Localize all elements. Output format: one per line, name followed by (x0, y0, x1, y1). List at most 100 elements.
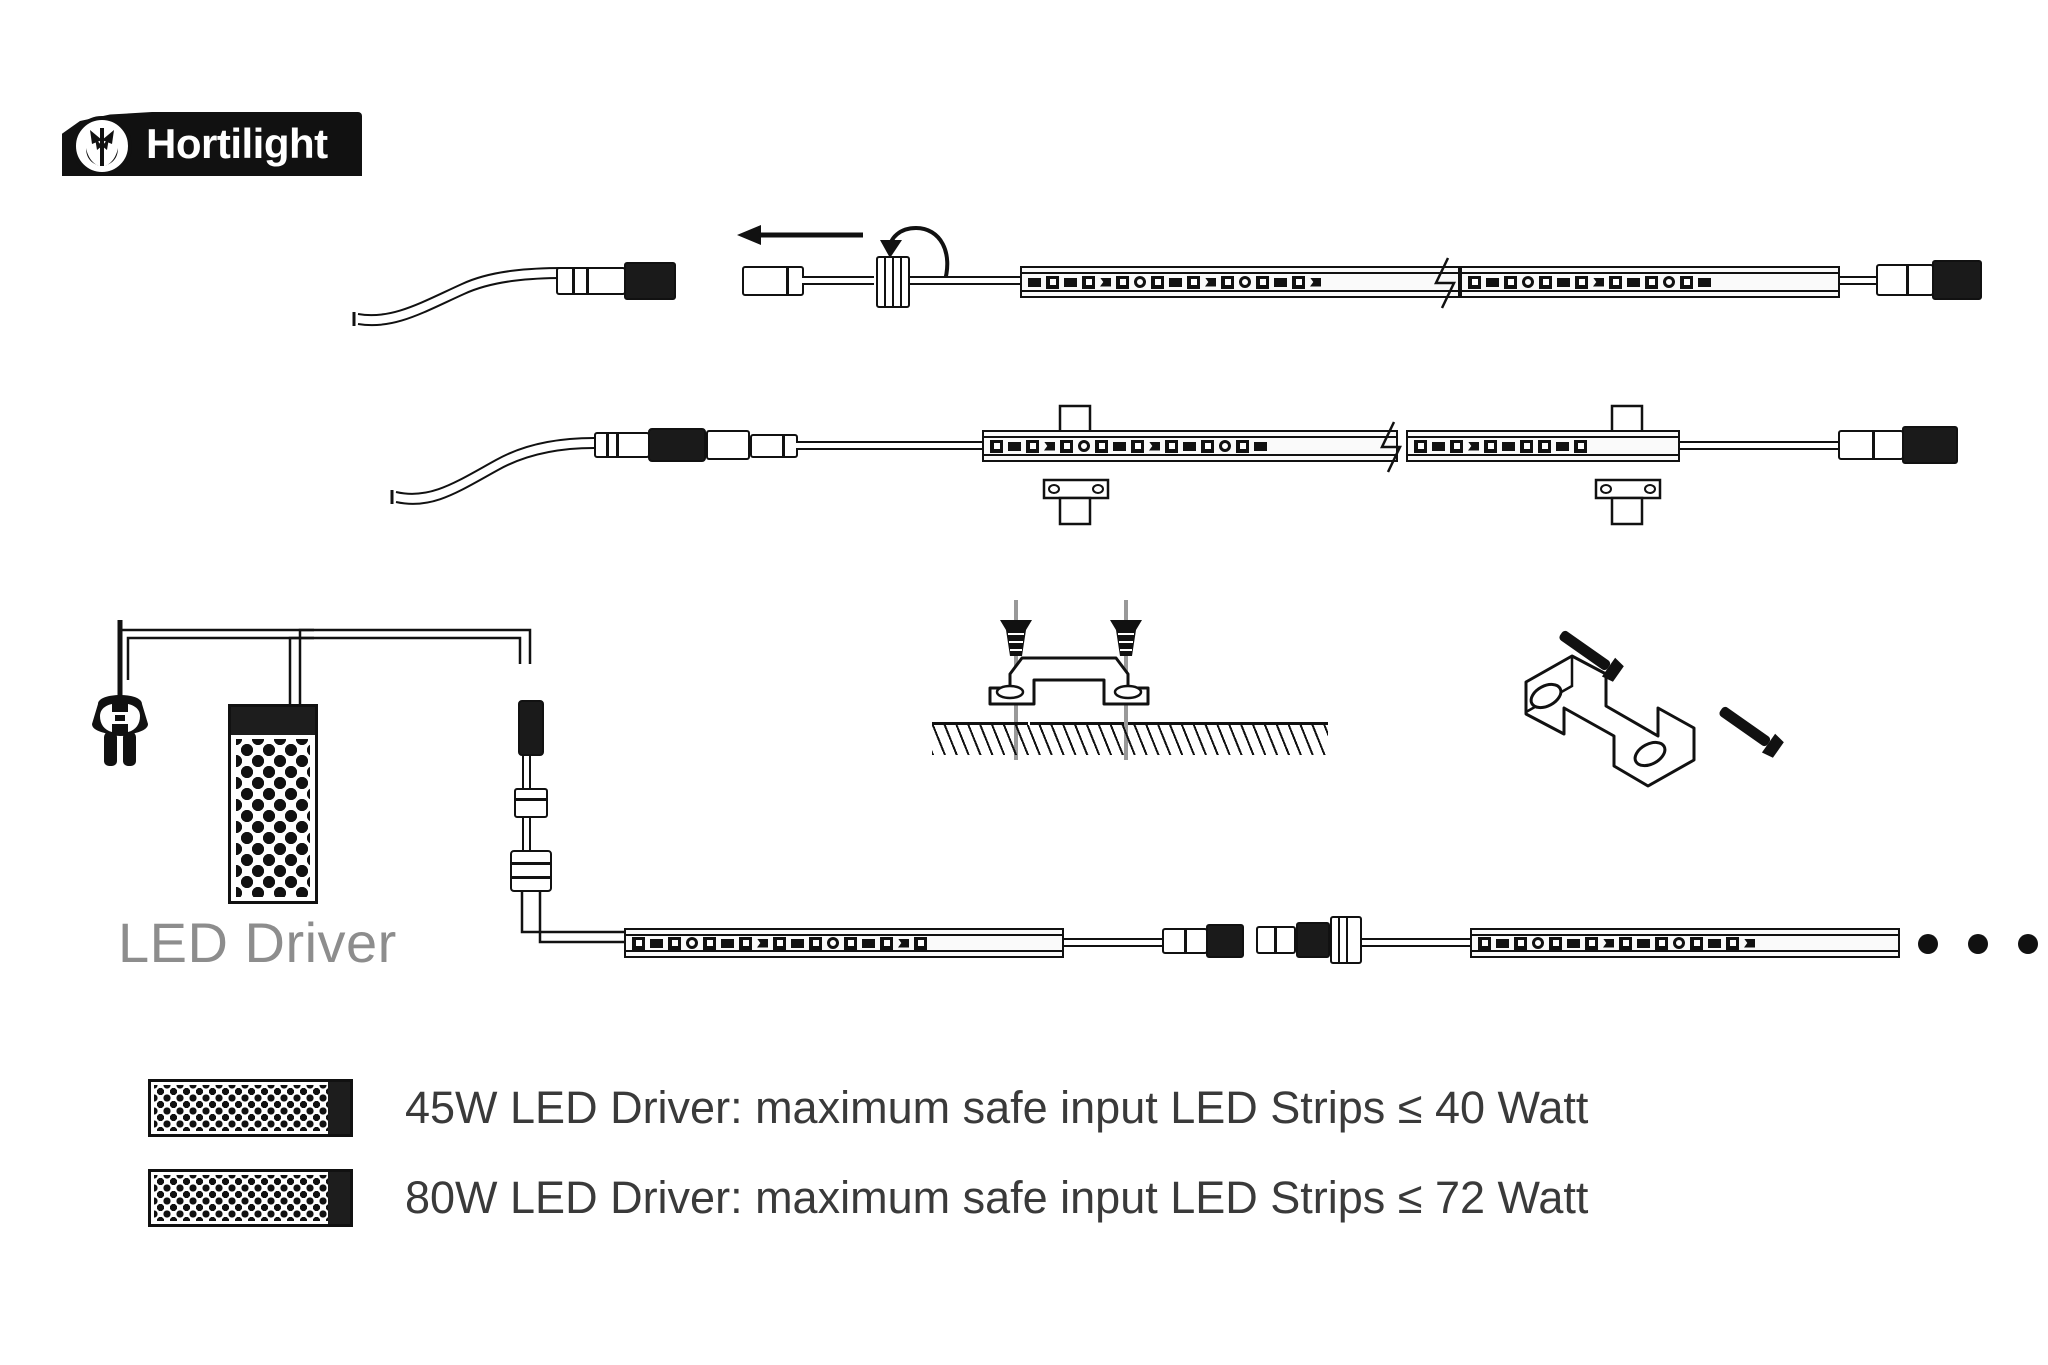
driver-terminal-block (231, 707, 315, 735)
led-chip (739, 936, 752, 950)
led-chip (1619, 936, 1632, 950)
led-chip (1256, 275, 1269, 289)
led-chip (880, 936, 893, 950)
led-chip (1221, 275, 1234, 289)
mounting-surface-line-a (932, 722, 1028, 725)
resistor (1496, 938, 1509, 948)
connector-rib (782, 434, 785, 458)
nut-rib (892, 258, 894, 306)
led-chip (773, 936, 786, 950)
legend-row-45w: 45W LED Driver: maximum safe input LED S… (148, 1079, 1588, 1137)
chain-wire-2 (1362, 938, 1470, 947)
led-strip-chain-1 (624, 928, 1064, 958)
nut-rib (884, 258, 886, 306)
led-chip (1082, 275, 1095, 289)
plug-rib (586, 267, 589, 295)
resistor (721, 938, 734, 948)
inline-connector-upper (514, 788, 548, 818)
pull-direction-arrow (737, 225, 863, 245)
led-chip (1131, 439, 1144, 453)
dc-output-connector (518, 700, 544, 756)
led-chip (1690, 936, 1703, 950)
led-strip-row2 (982, 430, 1398, 462)
brand-logo: Hortilight (62, 112, 362, 176)
round-component (1134, 276, 1146, 288)
led-chip (1575, 275, 1588, 289)
chain-wire-1 (1064, 938, 1164, 947)
led-chip (1116, 275, 1129, 289)
component (1149, 441, 1160, 451)
socket-rib (786, 266, 789, 296)
round-component (827, 937, 839, 949)
led-chip (1026, 439, 1039, 453)
led-chip (1585, 936, 1598, 950)
resistor (1486, 277, 1499, 287)
dc-barrel-plug-body-row1 (556, 267, 626, 295)
resistor (650, 938, 663, 948)
led-chip (1514, 936, 1527, 950)
strip-break-mark-row1 (1434, 257, 1456, 309)
component (898, 938, 909, 948)
led-strip-row1-cont (1460, 266, 1840, 298)
link-rib (1184, 928, 1187, 954)
component (1603, 938, 1614, 948)
component (1468, 441, 1479, 451)
led-chip (1574, 439, 1587, 453)
led-chip (1645, 275, 1658, 289)
driver-icon-terminal (328, 1082, 350, 1134)
led-chip (1655, 936, 1668, 950)
connector-rib (616, 432, 619, 458)
led-chip (1165, 439, 1178, 453)
round-component (1078, 440, 1090, 452)
inline-wire-vert (522, 818, 531, 850)
inline-connector-rib (514, 798, 548, 801)
waterproof-connector-c-row2 (750, 434, 798, 458)
resistor (1028, 277, 1041, 287)
led-chip (1046, 275, 1059, 289)
mounting-surface-hatch (932, 725, 1328, 755)
connector-rib (606, 432, 609, 458)
component (1205, 277, 1216, 287)
rotate-direction-arrow (880, 225, 950, 285)
component (1100, 277, 1111, 287)
round-component (1673, 937, 1685, 949)
plug-rib (572, 267, 575, 295)
round-component (1522, 276, 1534, 288)
end-cap-connector-row1 (1876, 264, 1934, 296)
driver-output-wire (288, 628, 532, 704)
resistor (1274, 277, 1287, 287)
link-connector-female-cap (1296, 922, 1330, 958)
led-chip (914, 936, 927, 950)
led-chip (1549, 936, 1562, 950)
end-cap-rib (1872, 430, 1875, 460)
round-component (1239, 276, 1251, 288)
driver-icon-mesh (154, 1085, 328, 1131)
led-chip (1292, 275, 1305, 289)
component (1593, 277, 1604, 287)
resistor (1502, 441, 1515, 451)
led-chip (1484, 439, 1497, 453)
inline-connector-rib (510, 862, 552, 865)
led-driver-label: LED Driver (118, 911, 397, 974)
resistor (1113, 441, 1126, 451)
end-cap-dark-row2 (1902, 426, 1958, 464)
driver-vent-mesh (236, 739, 310, 897)
link-connector-male-cap (1206, 924, 1244, 958)
strip-end-wire-row2 (1680, 441, 1840, 450)
resistor (862, 938, 875, 948)
nut-rib (1346, 918, 1348, 962)
resistor (1557, 277, 1570, 287)
legend-label-80w: 80W LED Driver: maximum safe input LED S… (405, 1172, 1589, 1223)
resistor (1169, 277, 1182, 287)
resistor (791, 938, 804, 948)
led-driver-45w-icon (148, 1079, 353, 1137)
resistor (1254, 441, 1267, 451)
resistor (1064, 277, 1077, 287)
led-chip (1414, 439, 1427, 453)
mounting-surface-line-b (1030, 722, 1124, 725)
continuation-dot (2018, 934, 2038, 954)
dc-barrel-socket-row1 (742, 266, 804, 296)
strip-end-wire-row1 (1840, 276, 1878, 285)
led-strip-chain-2 (1470, 928, 1900, 958)
led-chip (990, 439, 1003, 453)
